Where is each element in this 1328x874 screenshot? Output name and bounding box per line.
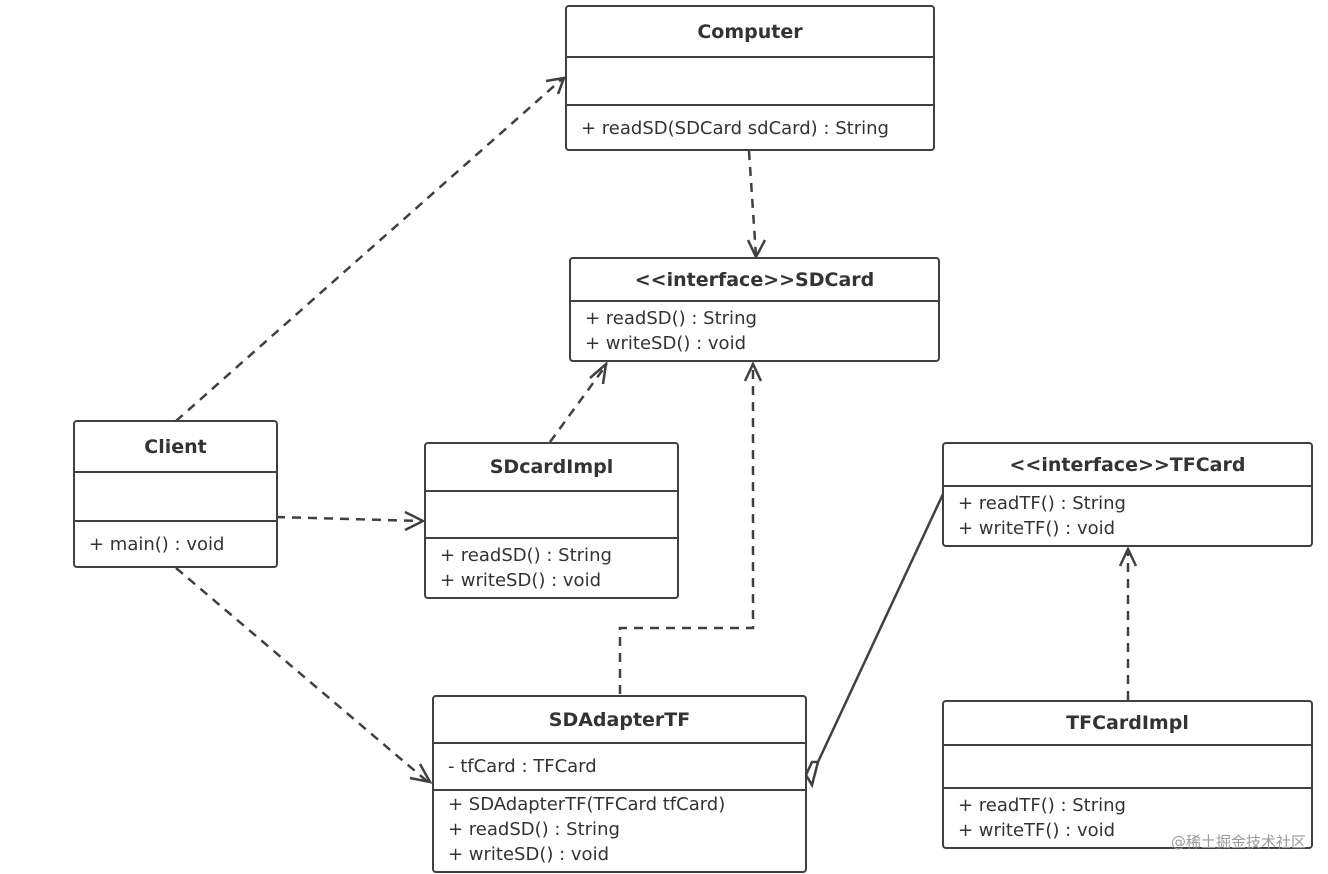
class-name: Client [75,422,276,473]
operations-compartment: + readSD() : String + writeSD() : void [426,539,677,597]
operations-compartment: + readTF() : String + writeTF() : void [944,789,1311,847]
sdcardimpl-to-sdcard-realization [548,363,609,443]
attributes-compartment [567,58,933,106]
interface-name: <<interface>>TFCard [944,444,1311,487]
interface-name: <<interface>>SDCard [571,259,938,302]
operation: + readSD() : String [440,545,612,566]
class-sdcardimpl[interactable]: SDcardImpl + readSD() : String + writeSD… [424,442,679,599]
attribute: - tfCard : TFCard [448,756,597,778]
attributes-compartment [75,473,276,522]
attributes-compartment [426,492,677,539]
operation: + readTF() : String [958,795,1126,816]
arrowhead-sdcardimpl [404,510,426,532]
realization-head-sdadaptertf [743,361,763,382]
watermark-text: @稀土掘金技术社区 [1170,833,1306,851]
class-computer[interactable]: Computer + readSD(SDCard sdCard) : Strin… [565,5,935,151]
class-name: SDAdapterTF [434,697,805,745]
realization-head-tfcardimpl [1118,546,1138,567]
attributes-compartment: - tfCard : TFCard [434,744,805,791]
interface-sdcard[interactable]: <<interface>>SDCard + readSD() : String … [569,257,940,362]
operations-compartment: + readSD(SDCard sdCard) : String [567,106,933,149]
class-client[interactable]: Client + main() : void [73,420,278,568]
aggregation-diamond [804,760,820,789]
operation: + readTF() : String [958,493,1126,514]
realization-head-sdcardimpl [589,360,608,385]
operation: + SDAdapterTF(TFCard tfCard) [448,794,726,815]
class-name: Computer [567,7,933,58]
sdadaptertf-to-sdcard-realization [618,364,755,694]
tfcard-aggregation-line [816,493,945,763]
operation: + writeSD() : void [440,570,601,591]
operations-compartment: + readSD() : String + writeSD() : void [571,302,938,360]
client-to-sdadaptertf-dependency [175,567,429,783]
client-to-computer-dependency [175,78,563,422]
class-tfcardimpl[interactable]: TFCardImpl + readTF() : String + writeTF… [942,700,1313,849]
operation: + main() : void [89,534,225,555]
operation: + writeSD() : void [448,844,609,865]
class-sdadaptertf[interactable]: SDAdapterTF - tfCard : TFCard + SDAdapte… [432,695,807,873]
interface-tfcard[interactable]: <<interface>>TFCard + readTF() : String … [942,442,1313,547]
arrowhead-sdadaptertf [409,763,433,784]
operations-compartment: + readTF() : String + writeTF() : void [944,487,1311,545]
attributes-compartment [944,746,1311,789]
operation: + readSD(SDCard sdCard) : String [581,118,889,139]
class-name: TFCardImpl [944,702,1311,747]
operations-compartment: + main() : void [75,522,276,566]
class-name: SDcardImpl [426,444,677,493]
operations-compartment: + SDAdapterTF(TFCard tfCard) + readSD() … [434,791,805,871]
operation: + writeTF() : void [958,518,1116,539]
arrowhead-computer [545,76,566,95]
operation: + readSD() : String [585,308,757,329]
operation: + readSD() : String [448,819,620,840]
operation: + writeTF() : void [958,820,1116,841]
computer-to-sdcard-dependency [747,150,758,257]
client-to-sdcardimpl-dependency [275,515,423,523]
operation: + writeSD() : void [585,333,746,354]
